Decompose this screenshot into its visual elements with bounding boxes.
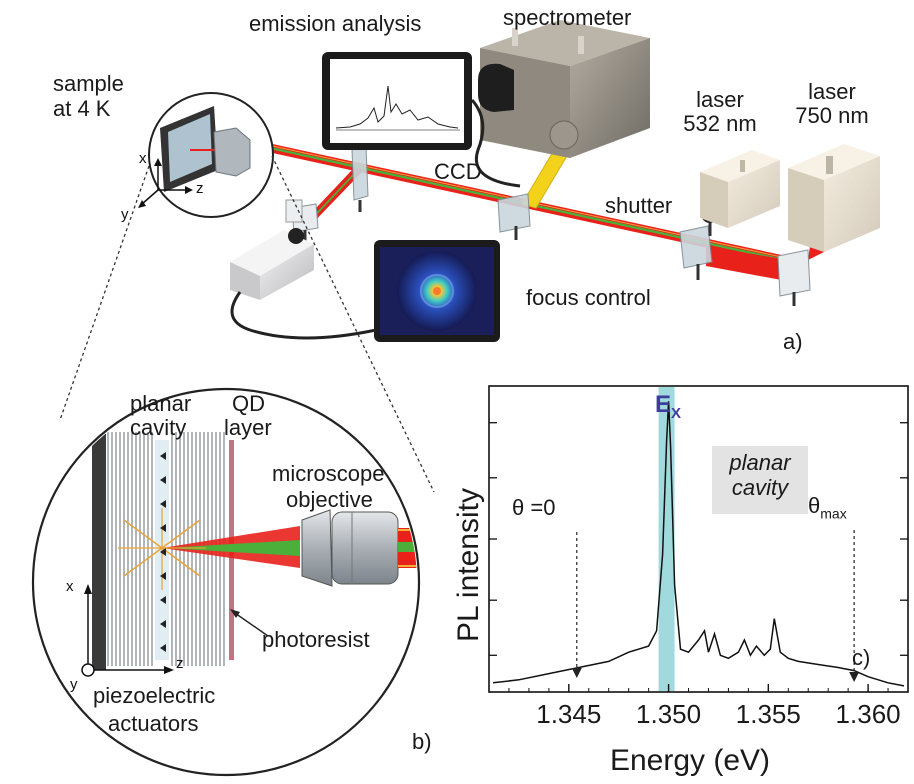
qd-dot — [160, 596, 166, 604]
qd-dot — [160, 524, 166, 532]
panel-a-setup — [59, 20, 880, 493]
piezo-label-line2: actuators — [108, 711, 199, 736]
piezo-substrate — [92, 430, 106, 670]
qd-layer-label-line1: QD — [232, 391, 265, 416]
axis-x-label-a: x — [139, 150, 147, 167]
x-tick-label: 1.350 — [636, 699, 702, 729]
axis-x-label-b: x — [66, 578, 74, 595]
qd-layer-label-line2: layer — [224, 415, 272, 440]
panel-b-contents — [81, 430, 417, 677]
beam-splitter-1 — [351, 145, 369, 212]
plot-frame — [488, 385, 909, 693]
qd-dots — [160, 452, 166, 652]
sample-magnifier — [138, 92, 274, 218]
spectrometer-box — [478, 20, 650, 158]
theta-zero-marker — [571, 532, 582, 678]
axis-y-label-a: y — [121, 206, 129, 223]
microscope-label-line2: objective — [286, 487, 373, 512]
x-tick-label: 1.355 — [735, 699, 801, 729]
panel-c-letter: c) — [852, 645, 871, 670]
chart-xlabel: Energy (eV) — [609, 744, 771, 777]
photoresist-label: photoresist — [262, 627, 370, 652]
panel-c-chart — [488, 385, 909, 693]
beam-splitter-3 — [679, 225, 713, 280]
panel-b-letter: b) — [412, 729, 432, 754]
laser-750-box — [788, 144, 880, 252]
microscope-label-line1: microscope — [272, 461, 385, 486]
planar-cavity-label-line2: cavity — [130, 415, 187, 440]
emission-analysis-label: emission analysis — [249, 11, 422, 36]
qd-dot — [160, 548, 166, 556]
thetamax-label: θmax — [808, 493, 847, 522]
axis-y-marker-b — [81, 663, 95, 677]
axis-y-label-b: y — [70, 676, 78, 693]
qd-dot — [160, 452, 166, 460]
emission-analysis-monitor — [322, 52, 521, 188]
piezo-label-line1: piezoelectric — [93, 683, 216, 708]
shutter-label: shutter — [605, 193, 673, 218]
laser-750-label-line1: laser — [808, 79, 856, 104]
qd-dot — [160, 476, 166, 484]
sample-label-line1: sample — [53, 71, 124, 96]
qd-dot — [160, 644, 166, 652]
pl-spectrum-line — [492, 401, 905, 687]
laser-532-box — [700, 150, 780, 228]
zoom-line-right — [271, 155, 435, 493]
focus-camera — [230, 228, 377, 340]
axis-z-label-a: z — [196, 180, 204, 197]
theta-max-marker — [849, 530, 860, 682]
qd-dot — [160, 620, 166, 628]
laser-532-label-line2: 532 nm — [683, 111, 757, 136]
panel-b-cavity — [31, 387, 421, 777]
ccd-label: CCD — [434, 159, 482, 184]
axis-y-arrow-a — [141, 189, 159, 205]
qd-dot — [160, 572, 166, 580]
beam-splitter-2 — [497, 193, 531, 240]
peak-label: EX — [655, 391, 682, 422]
x-tick-label: 1.360 — [835, 699, 901, 729]
axis-ticks — [489, 422, 908, 692]
chart-ylabel: PL intensity — [452, 488, 485, 642]
focus-control-monitor — [374, 240, 500, 342]
annotation-box-bg — [712, 446, 808, 514]
laser-750-label-line2: 750 nm — [795, 103, 869, 128]
panel-a-letter: a) — [783, 329, 803, 354]
planar-cavity-label-line1: planar — [130, 391, 192, 416]
mirror-750 — [777, 249, 811, 306]
spectrometer-label: spectrometer — [503, 5, 632, 30]
objective-b — [301, 509, 399, 587]
zoom-line-left — [59, 165, 150, 421]
marker-arrowhead — [849, 672, 860, 682]
focus-control-label: focus control — [526, 285, 651, 310]
x-tick-label: 1.345 — [536, 699, 602, 729]
qd-dot — [160, 500, 166, 508]
axis-z-label-b: z — [176, 655, 184, 672]
panel-b-circle — [31, 387, 421, 777]
theta0-label: θ =0 — [512, 495, 556, 520]
sample-label-line2: at 4 K — [53, 96, 111, 121]
laser-532-label-line1: laser — [696, 87, 744, 112]
marker-arrowhead — [571, 668, 582, 678]
annotation-box-text: planar cavity — [729, 450, 791, 501]
